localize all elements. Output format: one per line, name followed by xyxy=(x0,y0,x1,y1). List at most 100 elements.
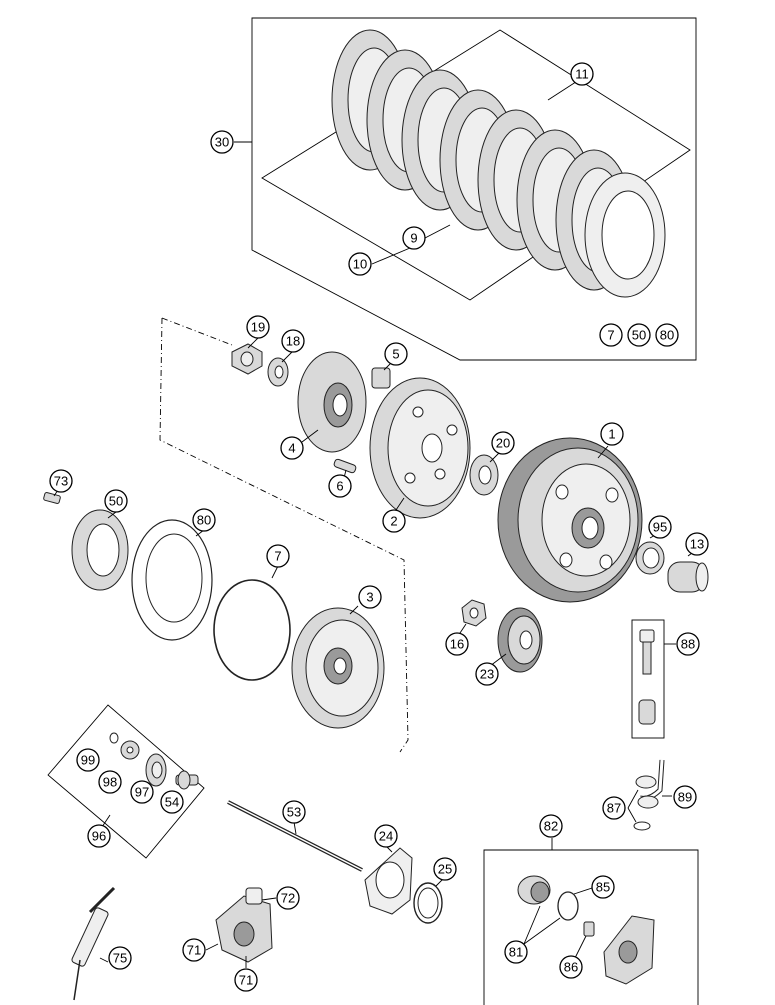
svg-text:71: 71 xyxy=(187,943,201,958)
callout-25: 25 xyxy=(433,857,457,881)
svg-text:80: 80 xyxy=(197,513,211,528)
svg-text:5: 5 xyxy=(392,347,399,362)
callout-73: 73 xyxy=(49,469,73,493)
callout-30: 30 xyxy=(210,130,234,154)
bleeder-kit-frame xyxy=(631,619,676,739)
callout-3: 3 xyxy=(358,585,382,609)
callout-7: 7 xyxy=(266,544,290,568)
svg-text:73: 73 xyxy=(54,474,68,489)
callout-4: 4 xyxy=(280,436,304,460)
clutch-slave-cylinder xyxy=(215,887,273,963)
callout-99: 99 xyxy=(76,748,100,772)
svg-text:2: 2 xyxy=(390,514,397,529)
callout-89: 89 xyxy=(673,785,697,809)
svg-text:20: 20 xyxy=(496,436,510,451)
svg-text:50: 50 xyxy=(632,328,646,343)
svg-text:80: 80 xyxy=(660,328,674,343)
svg-text:13: 13 xyxy=(690,537,704,552)
svg-text:81: 81 xyxy=(509,945,523,960)
callout-53: 53 xyxy=(282,800,306,824)
gasket xyxy=(364,847,413,915)
svg-text:97: 97 xyxy=(135,785,149,800)
callout-75: 75 xyxy=(108,946,132,970)
svg-text:99: 99 xyxy=(81,753,95,768)
svg-text:9: 9 xyxy=(410,231,417,246)
hub-nut xyxy=(231,343,263,375)
cam-block xyxy=(371,367,391,389)
svg-text:7: 7 xyxy=(274,549,281,564)
svg-text:53: 53 xyxy=(287,805,301,820)
svg-text:23: 23 xyxy=(480,667,494,682)
svg-text:54: 54 xyxy=(165,795,179,810)
callout-86: 86 xyxy=(559,955,583,979)
clutch-pressure-cam xyxy=(297,351,367,453)
svg-text:75: 75 xyxy=(113,951,127,966)
callout-50-kit: 50 xyxy=(627,323,651,347)
banjo-fitting xyxy=(633,759,665,831)
svg-text:6: 6 xyxy=(336,479,343,494)
callout-81: 81 xyxy=(504,940,528,964)
release-bearing-kit-frame xyxy=(47,704,205,859)
callout-23: 23 xyxy=(475,662,499,686)
thrust-washer xyxy=(469,454,499,496)
callout-18: 18 xyxy=(281,329,305,353)
callout-9: 9 xyxy=(402,226,426,250)
callout-80-kit: 80 xyxy=(655,323,679,347)
callout-80: 80 xyxy=(192,508,216,532)
svg-text:87: 87 xyxy=(607,801,621,816)
callout-16: 16 xyxy=(445,632,469,656)
svg-text:25: 25 xyxy=(438,862,452,877)
callout-88: 88 xyxy=(676,632,700,656)
callout-98: 98 xyxy=(98,770,122,794)
svg-text:72: 72 xyxy=(281,891,295,906)
svg-text:89: 89 xyxy=(678,790,692,805)
svg-text:85: 85 xyxy=(596,880,610,895)
wire-ring xyxy=(213,579,291,681)
svg-text:19: 19 xyxy=(251,320,265,335)
callout-96: 96 xyxy=(87,824,111,848)
callout-87: 87 xyxy=(602,796,626,820)
clutch-steel-plate-front xyxy=(584,172,666,298)
svg-text:95: 95 xyxy=(653,520,667,535)
svg-text:82: 82 xyxy=(544,819,558,834)
syringe xyxy=(71,886,116,1001)
screw xyxy=(43,492,61,504)
clutch-basket xyxy=(497,437,643,603)
svg-text:24: 24 xyxy=(379,829,393,844)
gear-nut xyxy=(461,599,487,627)
svg-text:16: 16 xyxy=(450,637,464,652)
callout-10: 10 xyxy=(348,252,372,276)
callout-11: 11 xyxy=(570,62,594,86)
callout-6: 6 xyxy=(328,474,352,498)
svg-text:30: 30 xyxy=(215,135,229,150)
svg-text:96: 96 xyxy=(92,829,106,844)
svg-text:10: 10 xyxy=(353,257,367,272)
svg-text:86: 86 xyxy=(564,960,578,975)
callout-85: 85 xyxy=(591,875,615,899)
guide-pin xyxy=(333,458,357,474)
friction-disc-separate xyxy=(131,519,213,641)
callout-97: 97 xyxy=(130,780,154,804)
callout-19: 19 xyxy=(246,315,270,339)
spacer-bushing xyxy=(667,561,709,593)
o-ring xyxy=(413,882,443,924)
clutch-inner-hub xyxy=(369,377,471,519)
svg-text:71: 71 xyxy=(239,973,253,988)
lock-washer xyxy=(267,357,289,387)
svg-text:7: 7 xyxy=(607,328,614,343)
callout-71: 71 xyxy=(182,938,206,962)
callout-95: 95 xyxy=(648,515,672,539)
callout-5: 5 xyxy=(384,342,408,366)
callout-7-kit: 7 xyxy=(599,323,623,347)
callout-20: 20 xyxy=(491,431,515,455)
callout-2: 2 xyxy=(382,509,406,533)
svg-text:88: 88 xyxy=(681,637,695,652)
svg-text:98: 98 xyxy=(103,775,117,790)
callout-82: 82 xyxy=(539,814,563,838)
slave-cylinder-repair-kit-frame xyxy=(483,838,699,1005)
callout-24: 24 xyxy=(374,824,398,848)
pressure-plate xyxy=(291,607,385,729)
svg-text:11: 11 xyxy=(575,67,589,82)
svg-text:50: 50 xyxy=(109,494,123,509)
